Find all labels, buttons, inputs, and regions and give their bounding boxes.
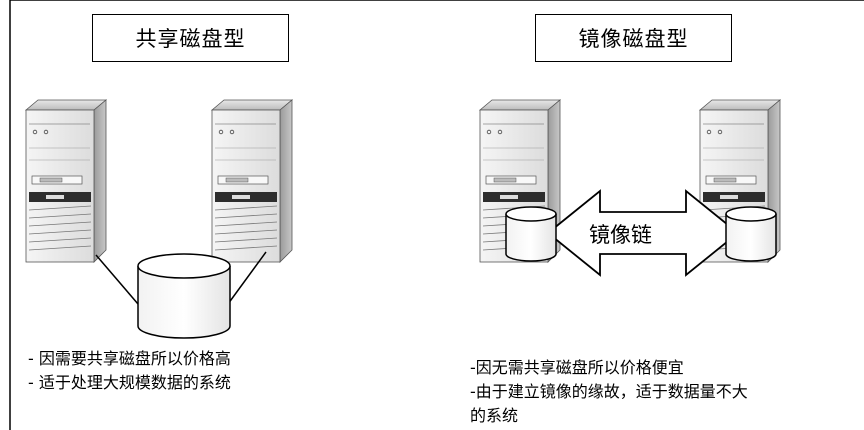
mirror-disk-left-icon: [505, 206, 557, 262]
mirror-disk-note: 的系统: [470, 406, 519, 425]
shared-disk-note: - 因需要共享磁盘所以价格高: [28, 349, 231, 368]
mirror-disk-note: -因无需共享磁盘所以价格便宜: [470, 358, 684, 377]
mirror-disk-note: -由于建立镜像的缘故，适于数据量不大: [470, 382, 748, 401]
connection-line-left: [95, 254, 139, 305]
shared-disk-note: - 适于处理大规模数据的系统: [28, 373, 231, 392]
mirror-disk-notes: -因无需共享磁盘所以价格便宜 -由于建立镜像的缘故，适于数据量不大 的系统: [470, 356, 748, 428]
shared-disk-title: 共享磁盘型: [92, 14, 289, 62]
shared-disk-icon: [137, 253, 231, 339]
shared-disk-notes: - 因需要共享磁盘所以价格高 - 适于处理大规模数据的系统: [28, 347, 231, 395]
server-left-1: [25, 99, 107, 263]
mirror-link-label: 镜像链: [589, 223, 652, 247]
mirror-disk-title: 镜像磁盘型: [535, 14, 732, 62]
server-left-2: [211, 99, 293, 263]
mirror-disk-right-icon: [725, 206, 777, 262]
connection-line-right: [227, 251, 267, 305]
